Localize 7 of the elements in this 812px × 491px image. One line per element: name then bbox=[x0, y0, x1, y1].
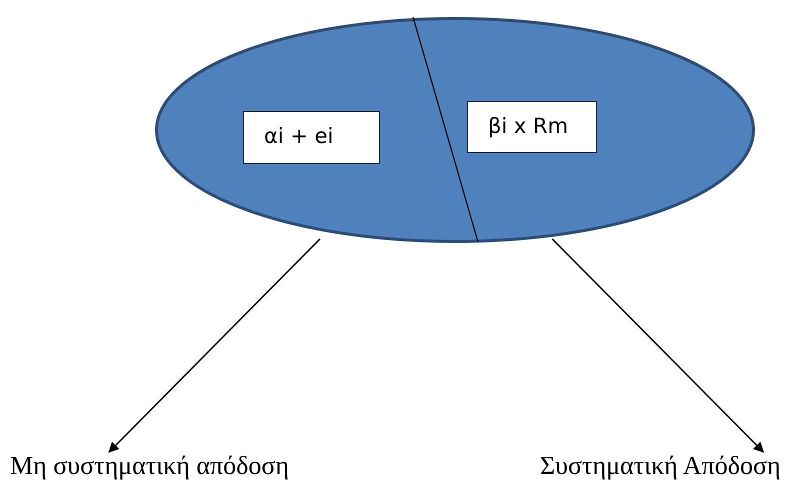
category-label: Μη συστηματική απόδοση bbox=[10, 452, 289, 481]
arrow bbox=[552, 238, 764, 453]
category-label: Συστηματική Απόδοση bbox=[540, 452, 781, 481]
formula-box: βi x Rm bbox=[467, 101, 597, 153]
ellipse-shape bbox=[155, 17, 755, 243]
arrow bbox=[108, 238, 321, 453]
formula-box: αi + ei bbox=[243, 111, 380, 164]
